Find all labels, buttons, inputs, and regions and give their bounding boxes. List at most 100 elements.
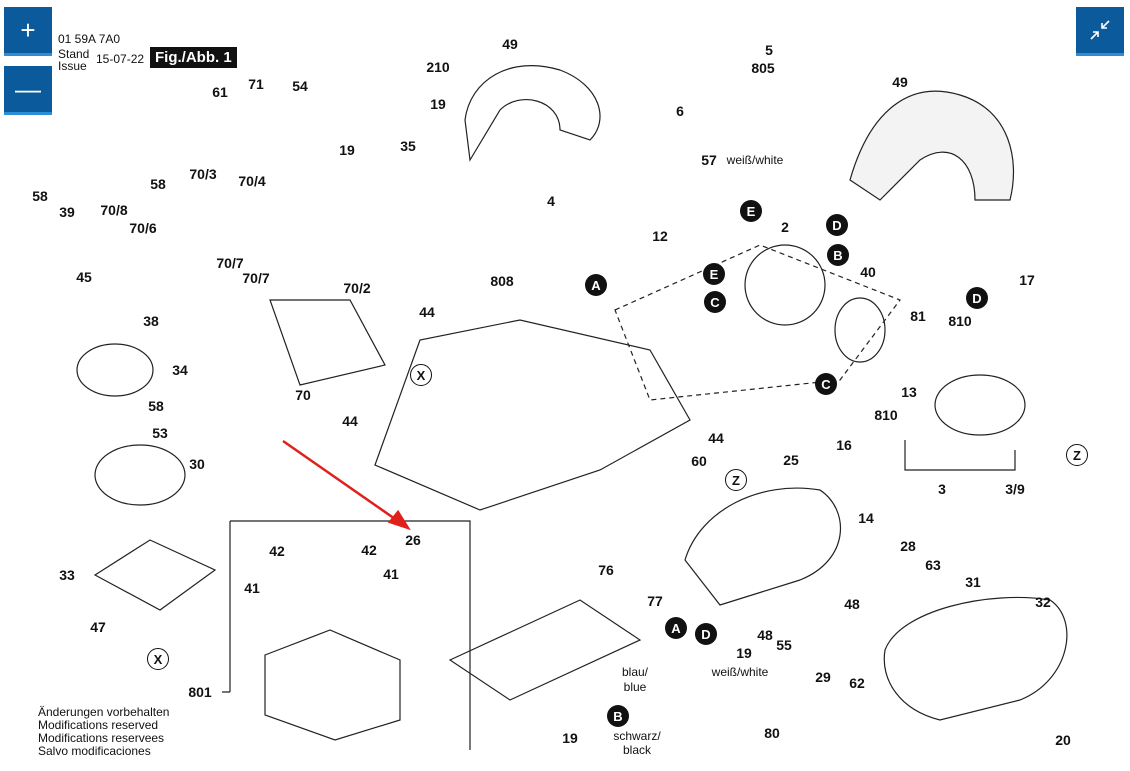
part-label: weiß/white: [726, 153, 784, 167]
bearing-40: [834, 297, 886, 363]
part-label: 30: [189, 456, 205, 472]
part-label: 48: [757, 627, 773, 643]
knob-30: [94, 444, 186, 506]
part-label: 3: [938, 481, 946, 497]
part-label: 5: [765, 42, 773, 58]
connector-marker: E: [740, 200, 762, 222]
cover-32-shape: [883, 596, 1068, 721]
footer-line: Modifications reserved: [38, 718, 159, 732]
footer-line: Modifications reservees: [38, 731, 165, 745]
stator: [744, 244, 826, 326]
part-label: schwarz/: [613, 729, 661, 743]
part-label: 63: [925, 557, 941, 573]
footer-line: Salvo modificaciones: [38, 744, 151, 758]
part-label: weiß/white: [711, 665, 769, 679]
connector-marker: E: [703, 263, 725, 285]
part-label: 810: [874, 407, 898, 423]
part-label: 60: [691, 453, 707, 469]
bracket-3: [904, 440, 1016, 471]
part-label: 45: [76, 269, 92, 285]
part-label: 42: [269, 543, 285, 559]
part-label: 44: [342, 413, 358, 429]
part-label: 17: [1019, 272, 1035, 288]
part-label: 13: [901, 384, 917, 400]
part-label: 32: [1035, 594, 1051, 610]
part-label: 38: [143, 313, 159, 329]
part-label: 25: [783, 452, 799, 468]
part-label: 20: [1055, 732, 1071, 748]
part-label: 80: [764, 725, 780, 741]
part-label: 70/6: [129, 220, 157, 236]
part-label: 55: [776, 637, 792, 653]
part-label: 48: [844, 596, 860, 612]
part-label: 62: [849, 675, 865, 691]
part-label: 33: [59, 567, 75, 583]
stand-label: Stand: [58, 47, 90, 61]
footer-notes: Änderungen vorbehalten Modifications res…: [38, 706, 169, 758]
part-label: black: [622, 743, 652, 757]
handle-shape-right: [849, 90, 1015, 201]
base-801-shape: [264, 629, 401, 741]
connector-marker: C: [815, 373, 837, 395]
connector-marker: B: [827, 244, 849, 266]
connector-marker: A: [665, 617, 687, 639]
collapse-arrows-icon: [1090, 20, 1110, 40]
part-label: 34: [172, 362, 188, 378]
part-label: 6: [676, 103, 684, 119]
minus-icon: —: [15, 73, 41, 104]
part-label: 54: [292, 78, 308, 94]
connector-marker: X: [410, 364, 432, 386]
part-label: 42: [361, 542, 377, 558]
belt-cover-shape: [684, 487, 842, 606]
part-label: 70/7: [216, 255, 244, 271]
part-label: 70/2: [343, 280, 371, 296]
part-label: 40: [860, 264, 876, 280]
part-label: 31: [965, 574, 981, 590]
part-label: 58: [150, 176, 166, 192]
part-label: 19: [430, 96, 446, 112]
part-label: 49: [892, 74, 908, 90]
part-label: 71: [248, 76, 264, 92]
part-label: blau/: [621, 665, 649, 679]
part-label: 16: [836, 437, 852, 453]
connector-marker: D: [826, 214, 848, 236]
part-label: 808: [490, 273, 514, 289]
part-label: 805: [751, 60, 775, 76]
part-label: 41: [244, 580, 260, 596]
part-label: 58: [32, 188, 48, 204]
part-label: 70/3: [189, 166, 217, 182]
base-plate-shape: [448, 599, 642, 701]
part-label: 28: [900, 538, 916, 554]
part-label: 19: [562, 730, 578, 746]
motor-shape: [269, 299, 386, 386]
part-label: 47: [90, 619, 106, 635]
detail-box: [222, 520, 471, 750]
connector-marker: B: [607, 705, 629, 727]
part-label: 210: [426, 59, 450, 75]
part-label: 2: [781, 219, 789, 235]
red-arrow: [282, 439, 411, 531]
part-label: 57: [701, 152, 717, 168]
part-label: 4: [547, 193, 555, 209]
scale-plate-33: [93, 539, 217, 611]
part-label: 26: [405, 532, 421, 548]
zoom-out-button[interactable]: —: [4, 66, 52, 115]
part-label: 49: [502, 36, 518, 52]
part-label: 44: [419, 304, 435, 320]
part-label: 12: [652, 228, 668, 244]
zoom-in-button[interactable]: +: [4, 7, 52, 56]
connector-marker: Z: [1066, 444, 1088, 466]
part-label: 810: [948, 313, 972, 329]
plus-icon: +: [20, 14, 36, 45]
part-label: 70/7: [242, 270, 270, 286]
part-label: 70/8: [100, 202, 128, 218]
part-label: 19: [736, 645, 752, 661]
part-label: 77: [647, 593, 663, 609]
part-label: 76: [598, 562, 614, 578]
part-label: 44: [708, 430, 724, 446]
part-label: 801: [188, 684, 212, 700]
dashed-guide: [614, 244, 901, 401]
part-label: blue: [623, 680, 647, 694]
collapse-button[interactable]: [1076, 7, 1124, 56]
